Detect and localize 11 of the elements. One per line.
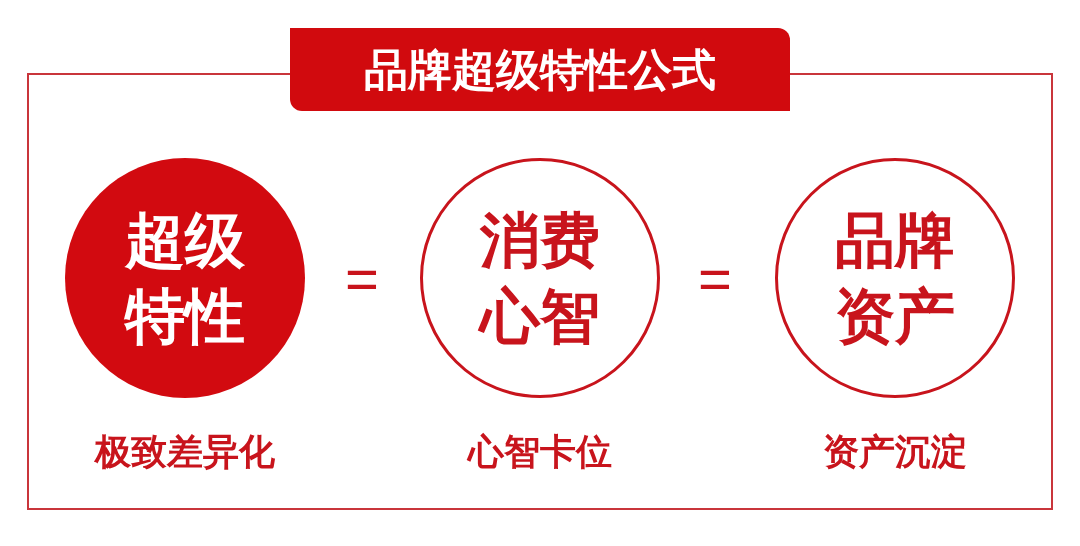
circle-label: 消费心智: [479, 204, 601, 353]
node-label: 资产沉淀: [823, 430, 967, 474]
circle-label: 超级特性: [124, 204, 246, 353]
equals-sign: =: [345, 250, 379, 308]
node-label: 极致差异化: [95, 430, 275, 474]
node-label: 心智卡位: [468, 430, 612, 474]
outlined-circle: [420, 158, 660, 398]
heading-banner: 品牌超级特性公式: [290, 28, 790, 111]
outlined-circle: [775, 158, 1015, 398]
equals-sign: =: [698, 250, 732, 308]
circle-label: 品牌资产: [834, 204, 956, 353]
